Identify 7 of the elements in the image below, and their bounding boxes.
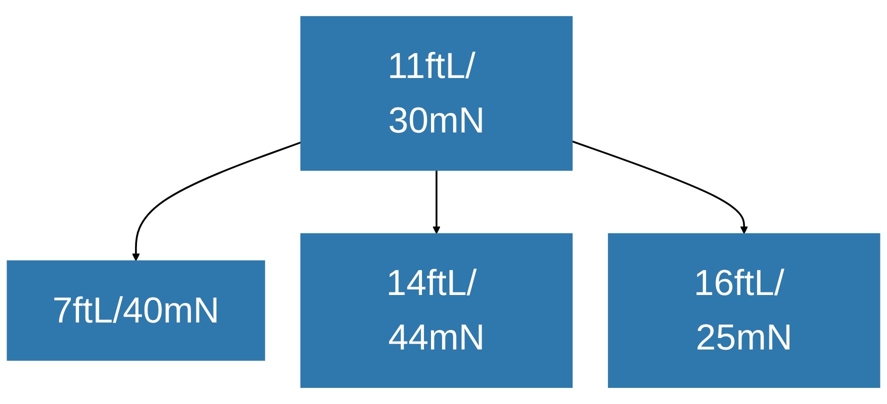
arrow	[132, 142, 302, 262]
arrow	[432, 170, 440, 234]
node-box: 7ftL/40mN	[6, 260, 266, 361]
node-box: 14ftL/ 44mN	[300, 233, 573, 388]
arrow	[572, 140, 748, 234]
node-box: 16ftL/ 25mN	[608, 233, 880, 388]
node-box: 11ftL/ 30mN	[300, 16, 573, 171]
